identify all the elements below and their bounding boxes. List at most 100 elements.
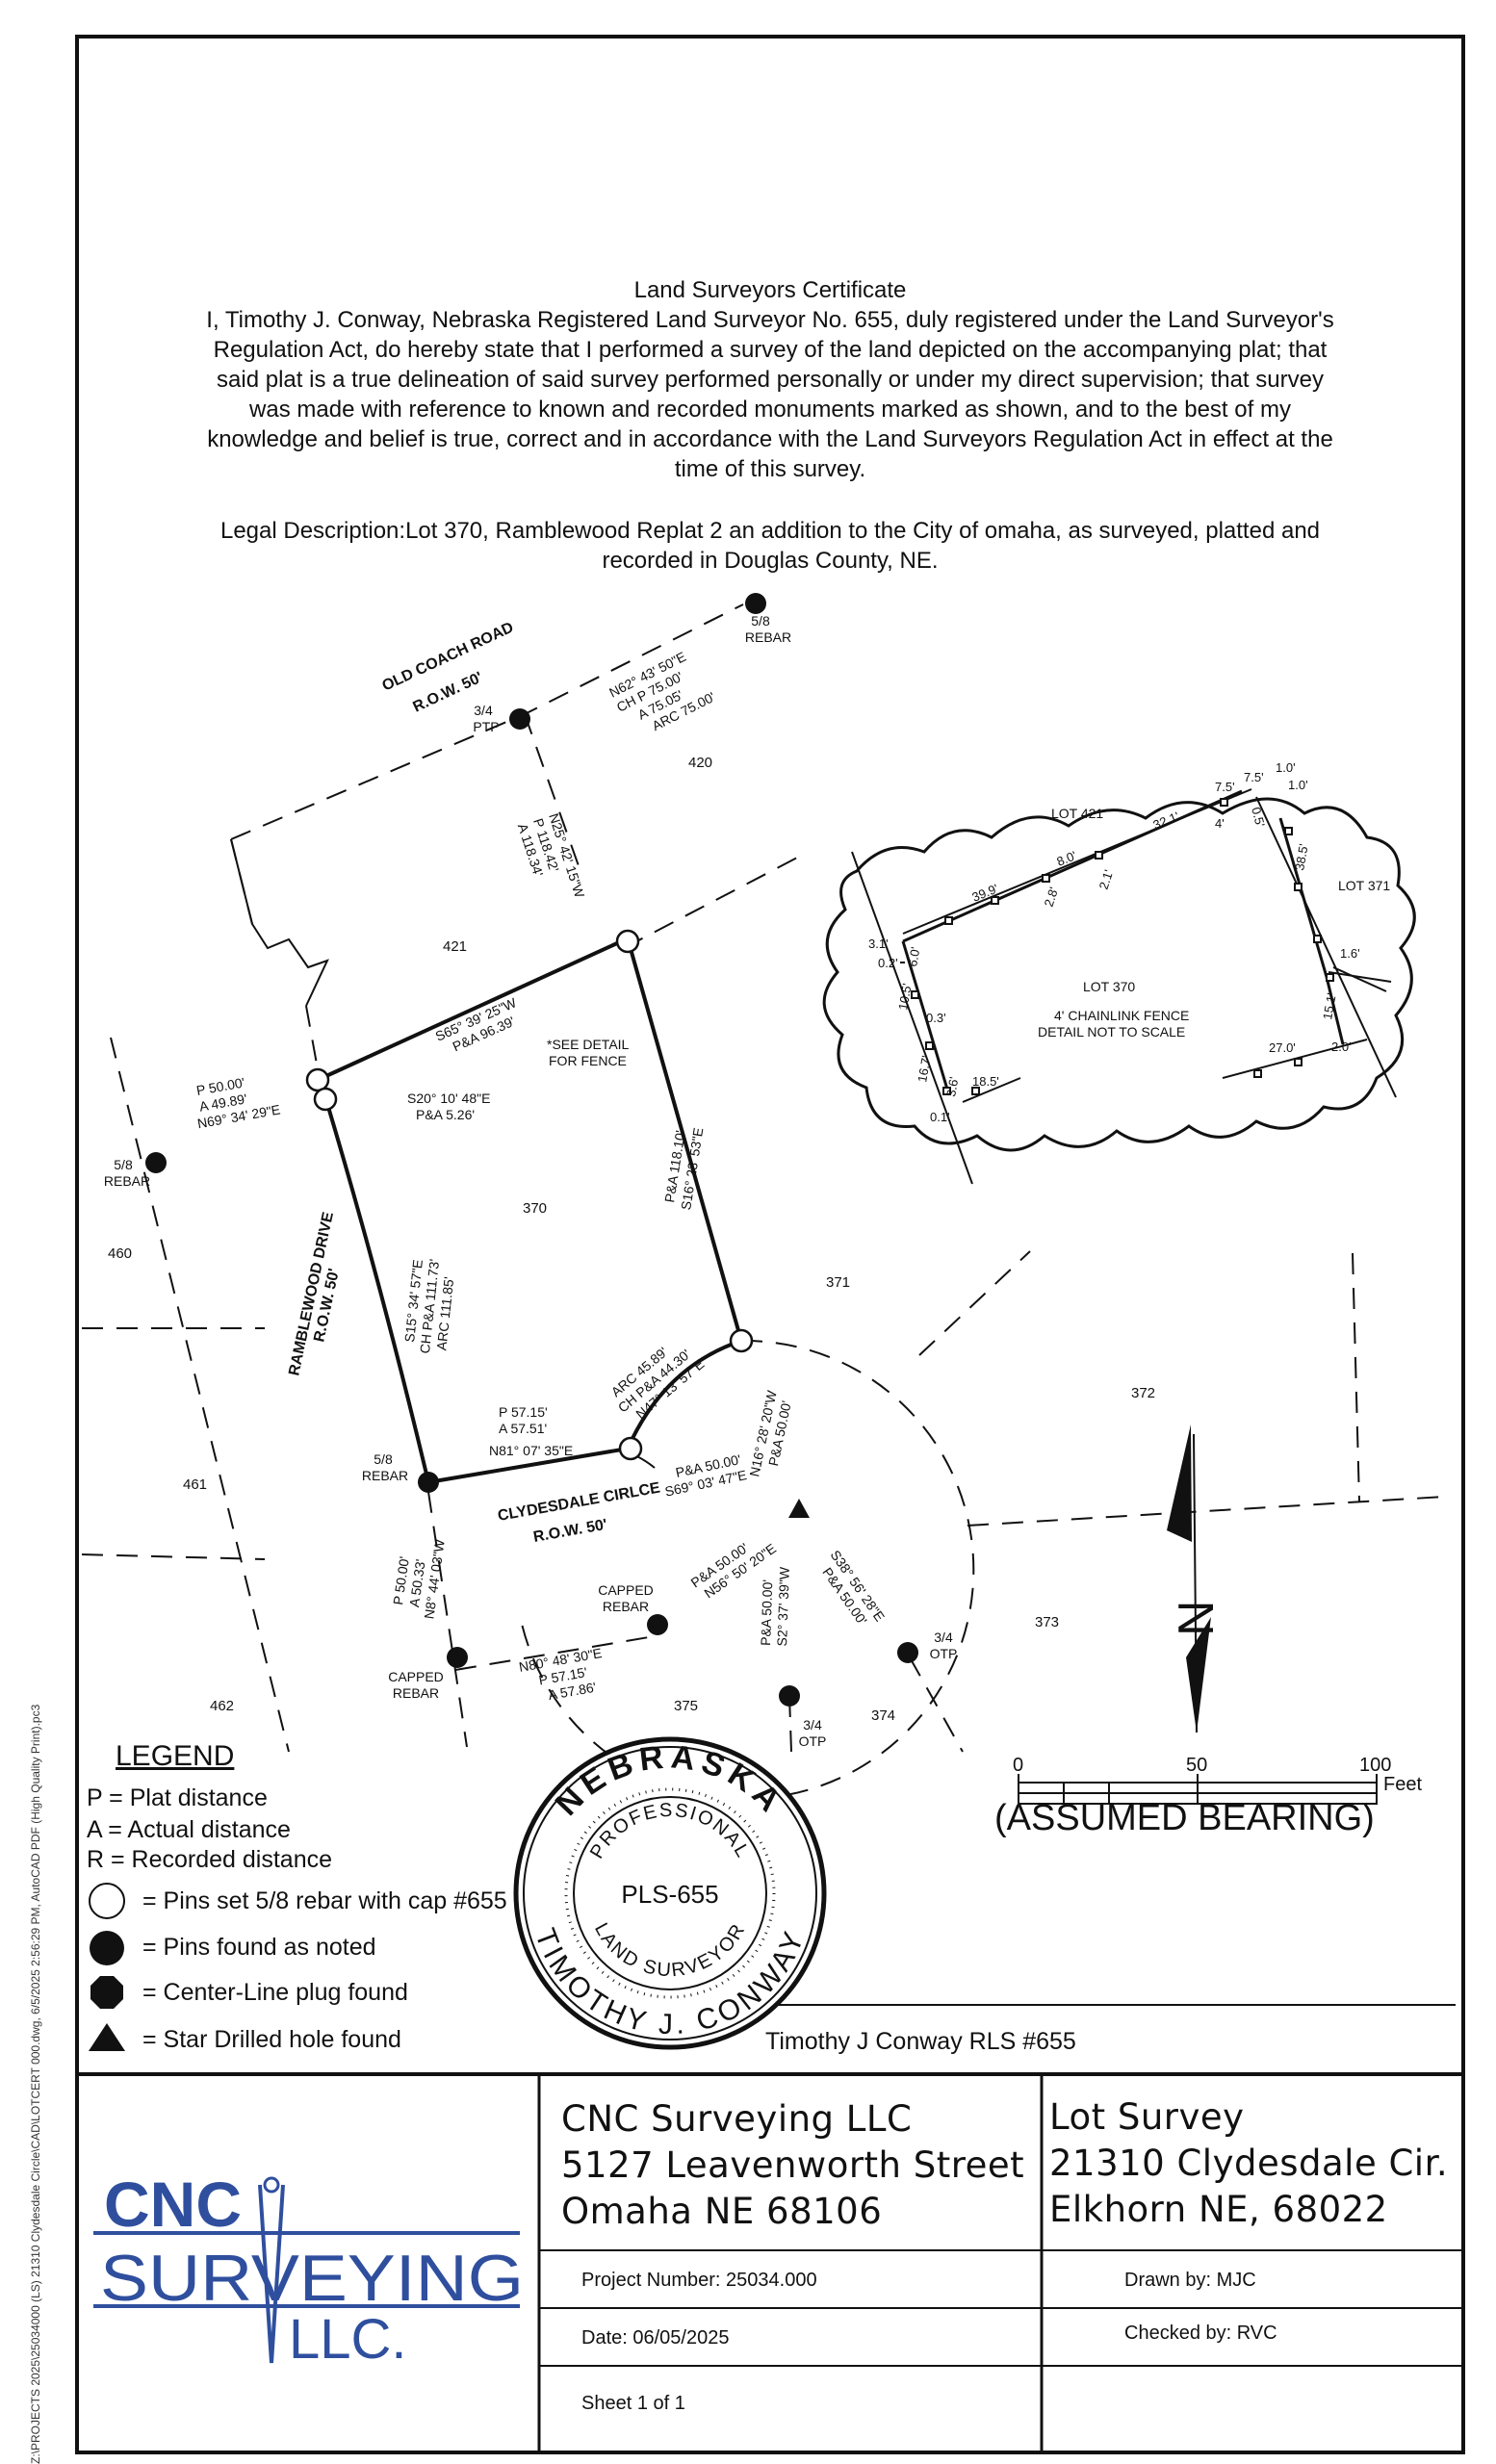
legend-plug: = Center-Line plug found (142, 1979, 408, 2006)
see-detail: *SEE DETAIL (547, 1037, 630, 1052)
call-nw-curve: P 50.00' A 49.89' N69° 34' 29"E (195, 1074, 282, 1131)
legend-pins-found: = Pins found as noted (142, 1934, 376, 1961)
fence-post (942, 1087, 951, 1095)
lot-462: 462 (210, 1698, 234, 1714)
logo-surveying: SURVEYING (100, 2242, 524, 2315)
detail-lot-line (1255, 796, 1397, 1098)
pin-label: CAPPED (598, 1582, 654, 1598)
project-number: Project Number: 25034.000 (581, 2270, 817, 2291)
call-south-line: N81° 07' 35"E (489, 1443, 573, 1458)
see-detail: FOR FENCE (549, 1053, 627, 1068)
call-south-line: A 57.51' (499, 1421, 547, 1436)
surveyor-seal: NEBRASKA TIMOTHY J. CONWAY PROFESSIONAL … (513, 1736, 827, 2050)
company-logo: CNC SURVEYING LLC. (93, 2169, 524, 2371)
drawn-by: Drawn by: MJC (1124, 2270, 1256, 2291)
fence-post (1326, 973, 1334, 982)
pin-label: CAPPED (388, 1669, 444, 1684)
call-north-curve: N62° 43' 50"E CH P 75.00' A 75.05' ARC 7… (606, 649, 717, 733)
lot-420: 420 (688, 755, 712, 771)
pin-label: 3/4 (474, 703, 493, 718)
logo-plumb-bob-icon (258, 2184, 285, 2364)
pin-set (729, 1328, 754, 1353)
north-arrow: N (1167, 1424, 1225, 1733)
break-line (230, 838, 329, 1007)
boundary-west (323, 1096, 430, 1483)
lot-line-372-373 (967, 1496, 1445, 1527)
fence-segment (901, 940, 950, 1093)
detail-dim: 0.5' (1249, 806, 1268, 829)
pin-found (145, 1152, 167, 1173)
pin-found (447, 1647, 468, 1668)
pin-set (313, 1087, 338, 1112)
signature-label: Timothy J Conway RLS #655 (765, 2028, 1076, 2055)
seal-dotted-ring (564, 1787, 776, 1999)
pin-label: OTP (799, 1733, 827, 1749)
detail-scale-note: DETAIL NOT TO SCALE (1038, 1024, 1185, 1040)
lot-line-372-east (1352, 1252, 1360, 1502)
fence-post (1220, 798, 1228, 807)
logo-cnc: CNC (104, 2169, 242, 2240)
detail-dim: 1.0' (1288, 778, 1308, 792)
certificate-line: was made with reference to known and rec… (249, 397, 1291, 423)
pin-found (779, 1685, 800, 1707)
pin-label: 5/8 (114, 1157, 133, 1172)
checked-by: Checked by: RVC (1124, 2323, 1277, 2344)
detail-lot-371: LOT 371 (1338, 878, 1390, 893)
certificate-title: Land Surveyors Certificate (633, 277, 907, 303)
pin-label: REBAR (104, 1173, 150, 1189)
fence-post (991, 896, 999, 905)
lot-line-371-372 (918, 1250, 1031, 1356)
fence-segment (902, 789, 1243, 943)
detail-lot-421: LOT 421 (1051, 806, 1103, 821)
pin-label: 5/8 (374, 1451, 393, 1467)
lot-371: 371 (826, 1274, 850, 1291)
fence-post (1294, 883, 1303, 891)
call-offset: P&A 5.26' (416, 1107, 475, 1122)
company-street: 5127 Leavenworth Street (561, 2144, 1025, 2186)
company-city: Omaha NE 68106 (561, 2191, 883, 2232)
sheet-border (75, 35, 1465, 2454)
legend-pins-set: = Pins set 5/8 rebar with cap #655 (142, 1887, 507, 1914)
detail-dim: 8.0' (1055, 848, 1079, 869)
detail-cloud (822, 797, 1416, 1152)
detail-dim: 0.2' (878, 956, 898, 970)
call-west-top: N25° 42' 15"W P 118.42' A 118.34' (515, 811, 588, 900)
pin-set (615, 929, 640, 954)
scale-0: 0 (1013, 1755, 1023, 1776)
call-sw-line: P 50.00' A 50.33' N8° 44' 03"W (390, 1538, 448, 1620)
lot-460: 460 (108, 1245, 132, 1262)
fence-detail: LOT 421 LOT 371 LOT 370 4' CHAINLINK FEN… (822, 760, 1416, 1185)
pin-found (418, 1472, 439, 1493)
boundary-curve (626, 1339, 742, 1450)
detail-dim: 38.5' (1292, 843, 1311, 872)
detail-fence-note: 4' CHAINLINK FENCE (1054, 1008, 1189, 1023)
legal-line: recorded in Douglas County, NE. (602, 548, 939, 574)
job-title: Lot Survey (1049, 2096, 1245, 2138)
pin-label: OTP (930, 1646, 958, 1661)
legend-plat: P = Plat distance (87, 1784, 268, 1811)
pin-label: REBAR (362, 1468, 408, 1483)
detail-dim: 27.0' (1269, 1040, 1296, 1055)
detail-dim: 1.6' (1340, 946, 1360, 961)
project-sheet: Sheet 1 of 1 (581, 2393, 685, 2414)
surveyor-certificate: Land Surveyors Certificate I, Timothy J.… (144, 275, 1396, 484)
detail-dim: 15.1' (1320, 992, 1339, 1021)
detail-dim: 7.5' (1215, 780, 1235, 794)
detail-lot-line (1328, 971, 1392, 983)
pin-found (647, 1614, 668, 1635)
fence-post (1253, 1069, 1262, 1078)
detail-lot-line (962, 1077, 1021, 1103)
call-text: P&A 50.00' (758, 1579, 775, 1646)
star-drilled-hole (788, 1499, 810, 1518)
lot-line-461-462 (81, 1553, 266, 1560)
seal-ring (523, 1746, 817, 2040)
pins-found (145, 593, 918, 1707)
legend-title: LEGEND (116, 1740, 235, 1772)
fence-post (1042, 874, 1050, 883)
pin-label: PTP (473, 719, 499, 734)
lot-375: 375 (674, 1698, 698, 1714)
clydesdale-row-label: R.O.W. 50' (532, 1517, 608, 1546)
lot-373: 373 (1035, 1614, 1059, 1630)
fence-post (1313, 935, 1322, 943)
